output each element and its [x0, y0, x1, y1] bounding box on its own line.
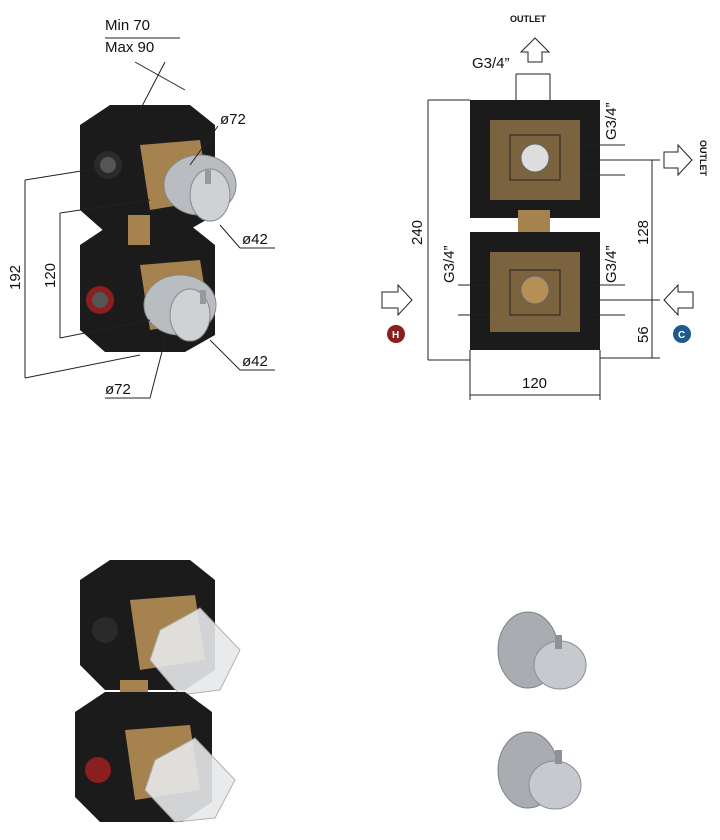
cold-inlet-arrow — [663, 283, 694, 317]
width-label: 120 — [522, 375, 547, 392]
height-total-front-label: 240 — [409, 220, 426, 245]
outlet-right-label: OUTLET — [698, 140, 708, 176]
hot-badge — [387, 325, 405, 343]
dia-plate-top-label: ø72 — [220, 111, 246, 128]
trim-handle-top — [497, 611, 587, 690]
exploded-view-top — [80, 560, 241, 696]
trim-handle-bottom — [497, 731, 582, 810]
thread-left-bottom-label: G3/4” — [441, 245, 458, 283]
outlet-top-label: OUTLET — [510, 14, 546, 24]
cold-badge-label: C — [678, 330, 685, 341]
hot-badge-label: H — [392, 330, 399, 341]
height-spacing-label: 120 — [42, 263, 59, 288]
exploded-view-bottom — [75, 692, 236, 823]
front-box-bottom — [470, 232, 600, 350]
outlet-right-arrow — [663, 143, 693, 177]
iso-connector-pipe — [128, 215, 150, 245]
iso-assembly-bottom — [80, 225, 217, 352]
offset-bottom-label: 56 — [635, 326, 652, 343]
front-box-top — [470, 100, 600, 218]
outlet-top-arrow — [519, 37, 551, 63]
thread-right-top-label: G3/4” — [603, 102, 620, 140]
depth-max-label: Max 90 — [105, 39, 154, 56]
hot-inlet-arrow — [381, 283, 413, 317]
dia-handle-top-label: ø42 — [242, 231, 268, 248]
thread-top-label: G3/4” — [472, 55, 510, 72]
dia-plate-bottom-label: ø72 — [105, 381, 131, 398]
spacing-vertical-label: 128 — [635, 220, 652, 245]
height-total-label: 192 — [7, 265, 24, 290]
cold-badge — [673, 325, 691, 343]
dia-handle-bottom-label: ø42 — [242, 353, 268, 370]
iso-assembly-top — [80, 105, 237, 232]
depth-min-label: Min 70 — [105, 17, 150, 34]
thread-right-bottom-label: G3/4” — [603, 245, 620, 283]
